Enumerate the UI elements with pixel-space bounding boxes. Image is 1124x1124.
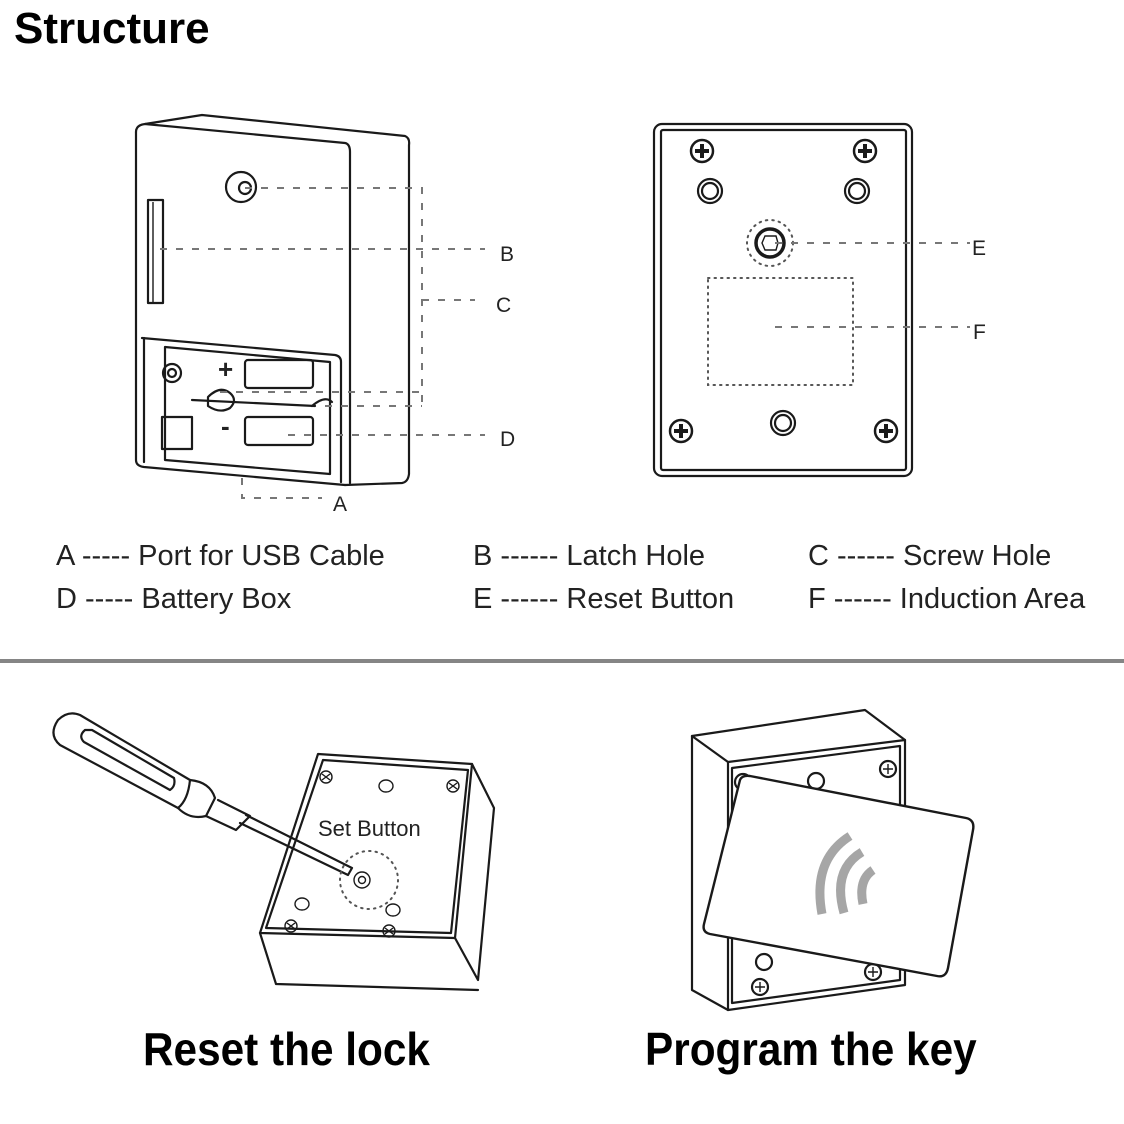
front-view-diagram: + - B C D A [134,113,515,516]
mount-screws [668,138,899,444]
induction-area [707,277,854,386]
legend-item-c: C ------ Screw Hole [808,540,1051,573]
program-caption: Program the key [645,1023,977,1075]
legend-dashes: ------ [500,540,559,572]
reset-illustration: Set Button [52,712,496,992]
callout-b: B [500,243,514,266]
page-title: Structure [14,4,210,53]
legend-key: A [56,540,74,572]
screwdriver-icon [52,712,354,877]
legend-text: Latch Hole [566,540,706,572]
lock-body-front [134,113,411,487]
legend-item-b: B ------ Latch Hole [473,540,705,573]
legend-item-f: F ------ Induction Area [808,583,1085,616]
back-view-diagram: E F [652,122,986,478]
legend-text: Screw Hole [903,540,1052,572]
legend-dashes: ----- [81,540,131,572]
nfc-wave-icon [815,832,876,915]
callout-d: D [500,428,515,451]
legend-key: F [808,583,826,615]
legend-key: C [808,540,829,572]
legend-dashes: ------ [837,540,895,572]
lock-body-tilted [258,752,496,992]
polarity-minus: - [221,411,230,441]
callout-e: E [972,237,986,260]
legend-text: Battery Box [141,583,292,615]
legend-text: Induction Area [899,583,1086,615]
legend-dashes: ----- [85,583,134,615]
legend-dashes: ------ [500,583,559,615]
screw-holes [696,177,871,437]
callout-c: C [496,294,511,317]
callout-line-c [220,187,475,407]
callout-a: A [333,493,347,516]
legend-item-a: A ----- Port for USB Cable [56,540,385,573]
section-divider [0,659,1124,663]
legend-text: Reset Button [566,583,735,615]
battery-box [140,336,343,484]
legend-dashes: ------ [833,583,892,615]
polarity-plus: + [218,354,233,384]
program-illustration [690,708,975,1012]
legend-key: E [473,583,493,615]
legend-item-e: E ------ Reset Button [473,583,734,616]
legend-key: B [473,540,493,572]
reset-button [746,219,794,267]
screw-hole-slot [146,198,165,305]
reset-caption: Reset the lock [143,1023,430,1075]
legend-text: Port for USB Cable [138,540,385,572]
legend-item-d: D ----- Battery Box [56,583,291,616]
set-button-label: Set Button [318,816,421,841]
callout-f: F [973,321,986,344]
legend-key: D [56,583,77,615]
callout-line-a [241,478,322,499]
